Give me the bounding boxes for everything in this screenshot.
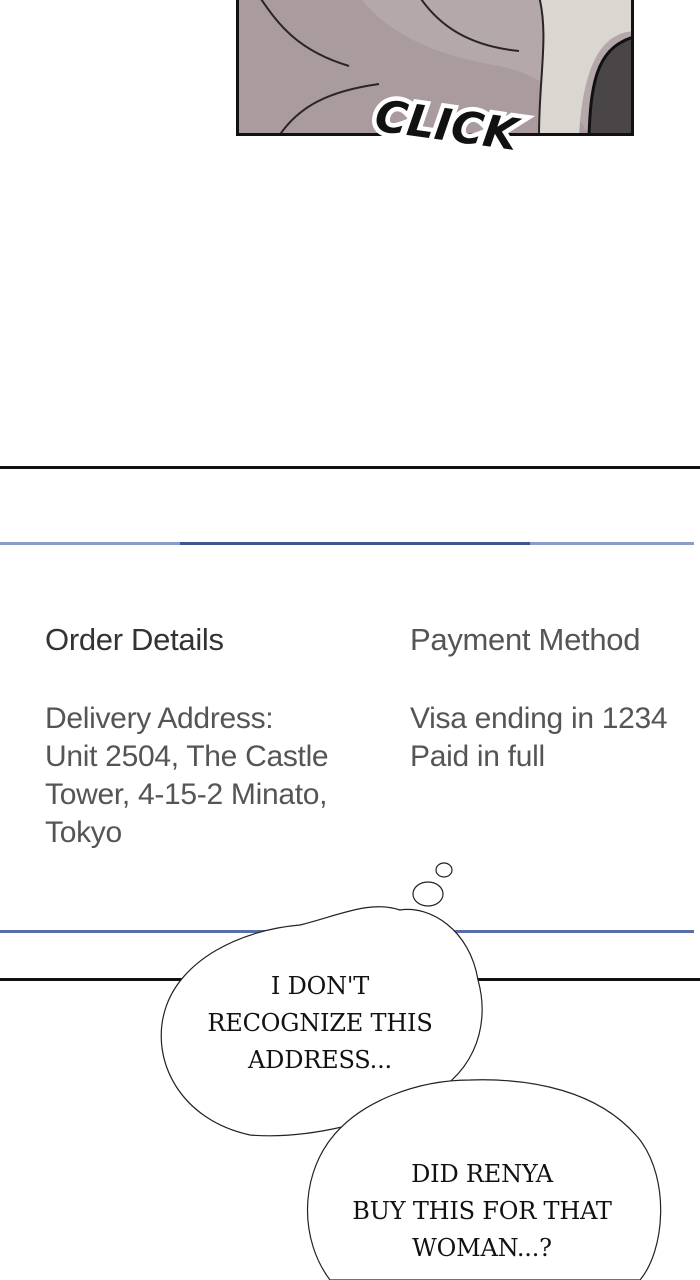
thought-bubble-2-text: DID RENYA BUY THIS FOR THAT WOMAN...? xyxy=(332,1156,632,1267)
order-details-title: Order Details xyxy=(45,622,224,657)
bubble-2-line-3: WOMAN...? xyxy=(412,1234,552,1262)
order-details-section: Order Details Delivery Address: Unit 250… xyxy=(45,622,345,852)
thought-dot-medium xyxy=(412,881,444,907)
delivery-address-label: Delivery Address: xyxy=(45,702,274,735)
thought-bubble-1-text: I DON'T RECOGNIZE THIS ADDRESS... xyxy=(190,968,450,1079)
thought-dot-small xyxy=(435,862,453,878)
address-line-1: Unit 2504, The Castle xyxy=(45,740,329,773)
address-line-2: Tower, 4-15-2 Minato, xyxy=(45,778,328,811)
payment-method-section: Payment Method Visa ending in 1234 Paid … xyxy=(410,622,700,776)
card-info: Visa ending in 1234 xyxy=(410,702,668,735)
bubble-2-line-2: BUY THIS FOR THAT xyxy=(352,1197,612,1225)
bubble-1-line-2: RECOGNIZE THIS xyxy=(207,1009,433,1037)
comic-panel-top xyxy=(236,0,634,136)
click-sound-effect: CLICK xyxy=(368,92,528,166)
panel-artwork xyxy=(239,0,631,133)
bubble-2-line-1: DID RENYA xyxy=(411,1160,553,1188)
bubble-1-line-1: I DON'T xyxy=(270,972,370,1000)
payment-method-title: Payment Method xyxy=(410,622,641,657)
payment-status: Paid in full xyxy=(410,740,545,773)
panel-border-top xyxy=(0,466,700,469)
divider-top xyxy=(0,542,694,545)
bubble-1-line-3: ADDRESS... xyxy=(248,1046,392,1074)
thought-bubble-2 xyxy=(307,1079,662,1280)
address-line-3: Tokyo xyxy=(45,816,122,849)
